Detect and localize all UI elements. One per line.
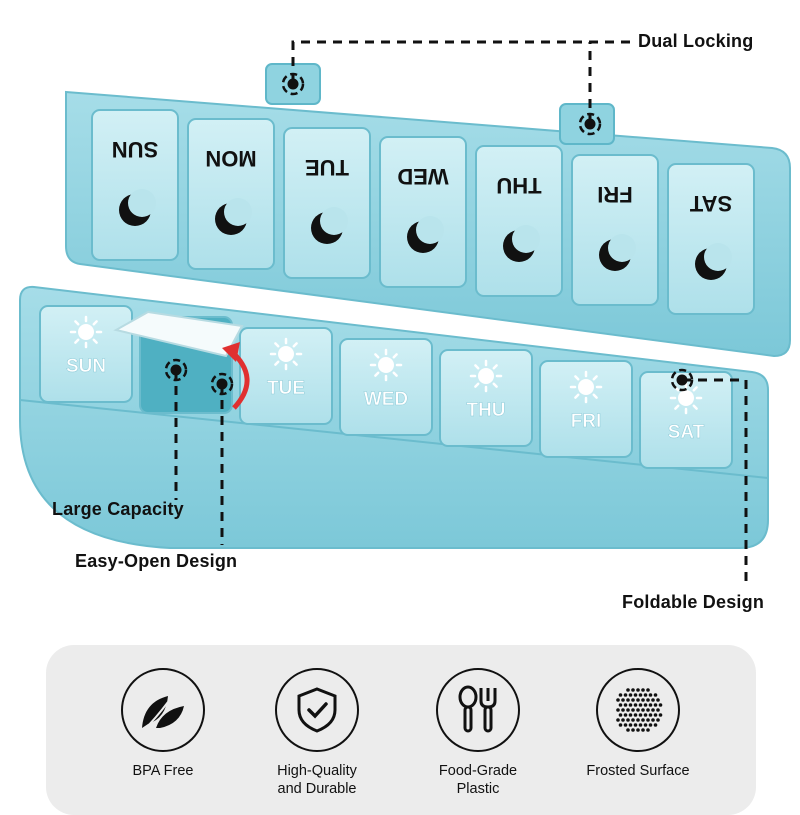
base-day-label: FRI [571, 411, 602, 432]
base: SUN TUE WED THU FRI SAT [19, 285, 769, 549]
open-arrow-head [222, 342, 240, 362]
base-compartment-wed[interactable]: WED [339, 338, 433, 436]
shield-check-icon [275, 668, 359, 752]
callout-easy-open: Easy-Open Design [75, 551, 238, 571]
feature-label: Food-Grade Plastic [438, 763, 518, 797]
base-day-label: THU [466, 400, 505, 421]
lid-day-label: SAT [689, 191, 732, 216]
lid-day-label: MON [205, 146, 256, 171]
lid: SUN MON TUE WED THU FRI SAT [65, 63, 791, 358]
callout-large-capacity: Large Capacity [52, 499, 184, 519]
sun-icon [269, 337, 303, 371]
lid-day-label: TUE [305, 155, 349, 180]
lid-day-label: THU [496, 173, 541, 198]
lid-compartment-fri[interactable]: FRI [571, 154, 659, 306]
lid-compartment-thu[interactable]: THU [475, 145, 563, 297]
callout-lines [174, 40, 748, 585]
leaf-icon [121, 668, 205, 752]
lid-compartment-sun[interactable]: SUN [91, 109, 179, 261]
base-compartment-fri[interactable]: FRI [539, 360, 633, 458]
base-compartment-tue[interactable]: TUE [239, 327, 333, 425]
lid-compartment-tue[interactable]: TUE [283, 127, 371, 279]
dotted-texture-icon [596, 668, 680, 752]
base-compartment-sat[interactable]: SAT [639, 371, 733, 469]
sun-icon [69, 315, 103, 349]
lid-day-label: SUN [112, 137, 158, 162]
sun-icon [369, 348, 403, 382]
lid-compartment-mon[interactable]: MON [187, 118, 275, 270]
feature-label: Frosted Surface [586, 763, 690, 779]
feature-label: BPA Free [132, 763, 194, 779]
callout-markers [164, 72, 694, 396]
base-day-label: TUE [267, 378, 305, 399]
lid-day-label: WED [397, 164, 448, 189]
lid-compartment-sat[interactable]: SAT [667, 163, 755, 315]
feature-high-quality: High-Quality and Durable [242, 660, 392, 798]
base-day-label: WED [364, 389, 408, 410]
base-compartment-sun[interactable]: SUN [39, 305, 133, 403]
feature-bpa-free: BPA Free [88, 660, 238, 780]
spoon-fork-icon [436, 668, 520, 752]
open-compartment-lid[interactable] [113, 310, 244, 358]
feature-frosted-surface: Frosted Surface [563, 660, 713, 780]
lid-day-label: FRI [597, 182, 632, 207]
callout-foldable: Foldable Design [622, 592, 765, 612]
base-day-label: SUN [66, 356, 106, 377]
sun-icon [569, 370, 603, 404]
callout-dual-locking: Dual Locking [638, 31, 754, 51]
sun-icon [469, 359, 503, 393]
lid-compartment-wed[interactable]: WED [379, 136, 467, 288]
feature-food-grade: Food-Grade Plastic [403, 660, 553, 798]
base-day-label: SAT [668, 422, 705, 443]
feature-label: High-Quality and Durable [277, 763, 357, 797]
base-compartment-thu[interactable]: THU [439, 349, 533, 447]
